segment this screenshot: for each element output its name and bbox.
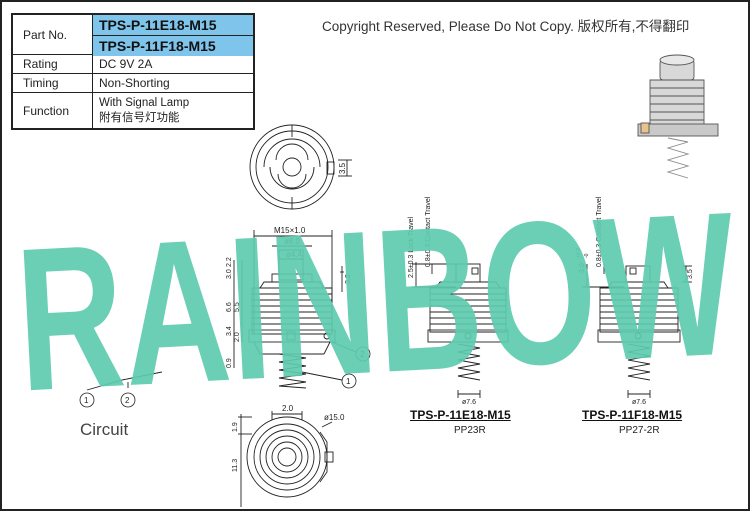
- model-f-name: TPS-P-11F18-M15: [582, 408, 683, 422]
- part-no-row: Part No. TPS-P-11E18-M15 TPS-P-11F18-M15: [13, 15, 253, 56]
- dim-3-2: 3.2: [345, 274, 352, 284]
- circuit-symbol: [86, 371, 163, 391]
- left-view-dims: 3.5 M15×1.0 ø8.0 ø4.4 2.2 3.0 3.2 6.6 5.…: [226, 162, 352, 368]
- rating-label: Rating: [13, 55, 93, 73]
- dim-bottom-dia-15: ø15.0: [324, 413, 345, 422]
- e-dia: ø7.6: [462, 399, 476, 406]
- function-value-cn: 附有信号灯功能: [99, 111, 180, 124]
- circuit-pin-2: 2: [125, 396, 130, 405]
- function-value-en: With Signal Lamp: [99, 96, 190, 109]
- model-e-code: PP23R: [454, 425, 486, 436]
- part-number-e: TPS-P-11E18-M15: [93, 15, 253, 35]
- model-f-dims: 3.0 +0.2 -0 0.8±0.3 Contact Travel 3.5 ø…: [576, 196, 694, 406]
- timing-value: Non-Shorting: [99, 76, 170, 90]
- rating-row: Rating DC 9V 2A: [13, 55, 253, 74]
- f-tol-minus: -0: [584, 253, 590, 258]
- callout-1: 1: [346, 377, 351, 386]
- dim-bottom-2-0: 2.0: [282, 404, 294, 413]
- timing-row: Timing Non-Shorting: [13, 74, 253, 93]
- e-contact-travel: 0.8±0.3 Contact Travel: [425, 196, 432, 267]
- model-e-name: TPS-P-11E18-M15: [410, 408, 511, 422]
- dim-2-2: 2.2: [226, 257, 233, 267]
- side-view: [233, 230, 357, 389]
- dim-bottom-1-9: 1.9: [232, 422, 239, 432]
- top-view: [249, 124, 352, 210]
- bottom-view: [238, 411, 334, 507]
- callout-2: 2: [360, 350, 365, 359]
- part-no-label: Part No.: [13, 15, 93, 54]
- callouts: 2 1 1 2: [79, 346, 371, 408]
- dim-6-6: 6.6: [226, 302, 233, 312]
- dim-thread: M15×1.0: [274, 226, 306, 235]
- product-render: [637, 54, 719, 179]
- dim-3-4: 3.4: [226, 326, 233, 336]
- copyright-notice: Copyright Reserved, Please Do Not Copy. …: [322, 19, 690, 34]
- f-dim-3-0: 3.0: [579, 263, 586, 273]
- model-f-drawing: [582, 264, 692, 398]
- dim-2-0: 2.0: [234, 332, 241, 342]
- f-contact-travel: 0.8±0.3 Contact Travel: [596, 196, 603, 267]
- watermark-text: RAINBOW: [12, 169, 741, 434]
- part-number-f: TPS-P-11F18-M15: [93, 35, 253, 56]
- circuit-label: Circuit: [80, 420, 129, 439]
- dim-bottom-11-3: 11.3: [232, 459, 239, 472]
- model-e-drawing: [412, 262, 509, 398]
- dim-dia-4-4: ø4.4: [286, 250, 303, 259]
- timing-label: Timing: [13, 74, 93, 92]
- function-row: Function With Signal Lamp 附有信号灯功能: [13, 93, 253, 128]
- dim-5-5: 5.5: [234, 302, 241, 312]
- bottom-view-dims: 2.0 ø15.0 1.9 11.3: [232, 404, 345, 472]
- e-lock-travel: 2.5±0.3 Lock Travel: [408, 217, 415, 278]
- model-f-code: PP27-2R: [619, 425, 660, 436]
- f-tol-plus: +0.2: [576, 248, 582, 258]
- rating-value: DC 9V 2A: [99, 57, 153, 71]
- dim-0-9: 0.9: [226, 358, 233, 368]
- spec-table: Part No. TPS-P-11E18-M15 TPS-P-11F18-M15…: [11, 13, 255, 130]
- dim-3-0: 3.0: [226, 269, 233, 279]
- circuit-pin-1: 1: [84, 396, 89, 405]
- top-view-dim: 3.5: [338, 162, 347, 174]
- f-dim-3-5: 3.5: [687, 269, 694, 279]
- model-e-dims: 2.5±0.3 Lock Travel 0.8±0.3 Contact Trav…: [408, 196, 476, 406]
- function-label: Function: [13, 93, 93, 128]
- dim-dia-8: ø8.0: [284, 237, 301, 246]
- f-dia: ø7.6: [632, 399, 646, 406]
